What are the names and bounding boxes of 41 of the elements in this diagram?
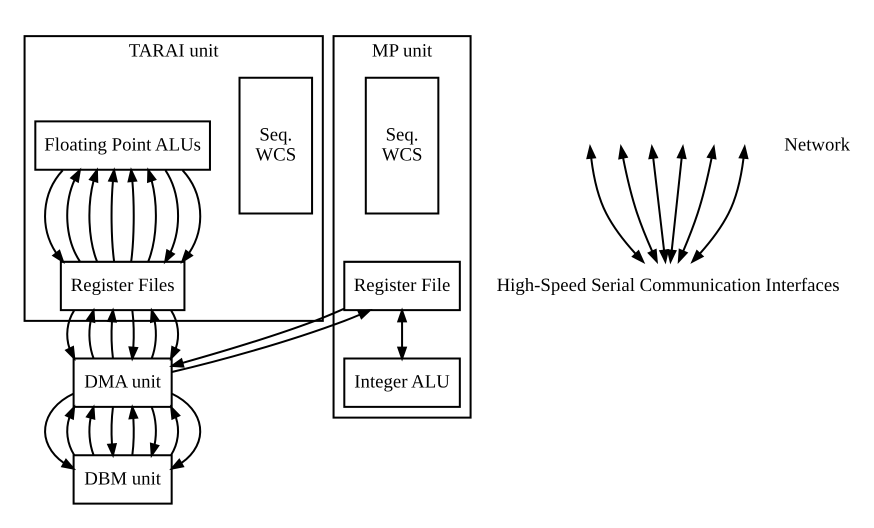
- arrow: [128, 310, 139, 361]
- label: Network: [784, 134, 850, 156]
- arrow: [658, 144, 687, 264]
- arrow: [150, 406, 160, 458]
- arrow: [88, 166, 98, 262]
- arrow: [128, 404, 139, 455]
- node-box: DMA unit: [72, 357, 173, 408]
- arrow: [150, 307, 160, 358]
- arrow: [106, 406, 118, 458]
- arrow: [180, 169, 202, 264]
- node-box: Seq. WCS: [364, 76, 440, 214]
- arrow: [678, 144, 717, 264]
- node-box: Seq. WCS: [238, 76, 314, 214]
- arrow: [147, 166, 157, 262]
- node-box: Register File: [343, 260, 461, 311]
- arrow: [396, 307, 408, 361]
- arrow: [127, 166, 138, 262]
- arrow: [64, 310, 76, 361]
- arrow: [85, 307, 96, 358]
- arrow: [618, 144, 658, 264]
- arrow: [106, 307, 118, 358]
- node-box: DBM unit: [72, 454, 173, 504]
- node-box: Register Files: [60, 260, 186, 311]
- arrow: [44, 169, 65, 264]
- arrow: [64, 404, 76, 456]
- arrow: [586, 144, 646, 264]
- arrow: [170, 310, 181, 361]
- arrow: [690, 144, 749, 264]
- arrow: [170, 404, 181, 456]
- arrow: [169, 307, 344, 368]
- arrow: [164, 169, 180, 264]
- arrow: [108, 166, 118, 262]
- arrow: [85, 404, 96, 455]
- arrow: [172, 308, 373, 372]
- arrow: [44, 392, 76, 470]
- node-box: Floating Point ALUs: [34, 120, 211, 170]
- arrow: [169, 392, 202, 470]
- arrow: [648, 144, 677, 264]
- node-text: High-Speed Serial Communication Interfaces: [496, 274, 840, 296]
- arrow: [66, 167, 82, 262]
- node-box: Integer ALU: [343, 357, 461, 408]
